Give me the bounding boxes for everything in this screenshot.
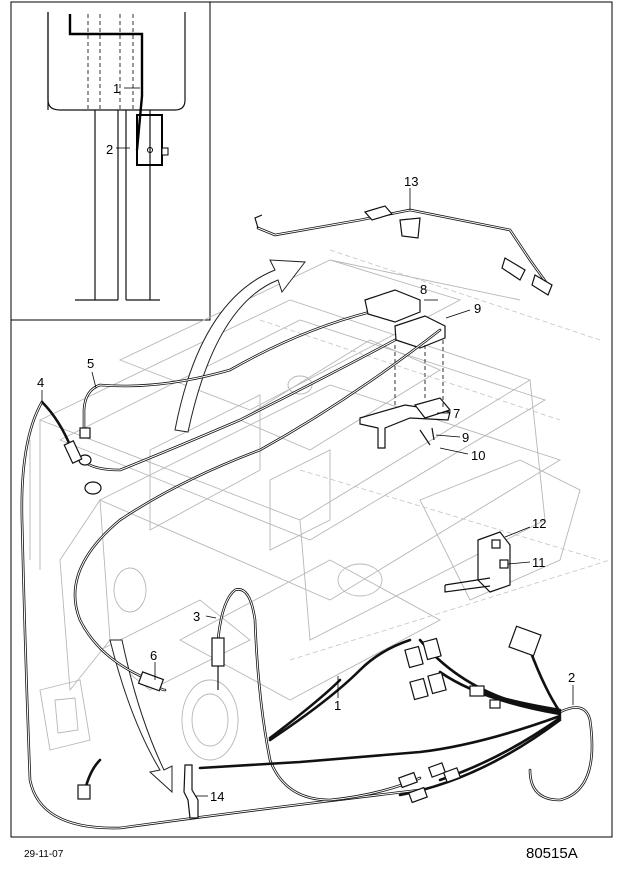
inset-detail: [47, 12, 186, 301]
leader-lines: [41, 188, 574, 797]
inset-frame: [10, 1, 211, 321]
callout-1-main: 1: [334, 698, 341, 713]
bracket-bar-13: [254, 205, 553, 296]
bracket-7-9-10: [359, 340, 452, 449]
harness-upper: [78, 289, 446, 495]
outer-frame: [10, 1, 613, 838]
callout-9-mid: 9: [462, 430, 469, 445]
callout-2-inset: 2: [106, 142, 113, 157]
arrow-upper: [174, 259, 306, 433]
callout-2-main: 2: [568, 670, 575, 685]
callout-7: 7: [453, 406, 460, 421]
harness-lower: [198, 588, 594, 804]
drawing-code: 80515A: [526, 845, 578, 862]
callout-labels: 1 2 13 8 9 5 4 7 9 10 12 11 3 6 1 2 14: [37, 81, 575, 804]
callout-12: 12: [532, 516, 546, 531]
callout-5: 5: [87, 356, 94, 371]
callout-11: 11: [532, 555, 546, 570]
callout-6: 6: [150, 648, 157, 663]
drawing-date: 29-11-07: [24, 849, 64, 860]
callout-14: 14: [210, 789, 224, 804]
bracket-11-12: [444, 531, 511, 593]
bracket-14: [77, 758, 199, 819]
harness-left-loop: [20, 328, 442, 830]
callout-8: 8: [420, 282, 427, 297]
callout-3: 3: [193, 609, 200, 624]
callout-10: 10: [471, 448, 485, 463]
arrow-lower: [109, 639, 173, 794]
callout-13: 13: [404, 174, 418, 189]
callout-4: 4: [37, 375, 44, 390]
callout-1-inset: 1: [113, 81, 120, 96]
callout-9-top: 9: [474, 301, 481, 316]
